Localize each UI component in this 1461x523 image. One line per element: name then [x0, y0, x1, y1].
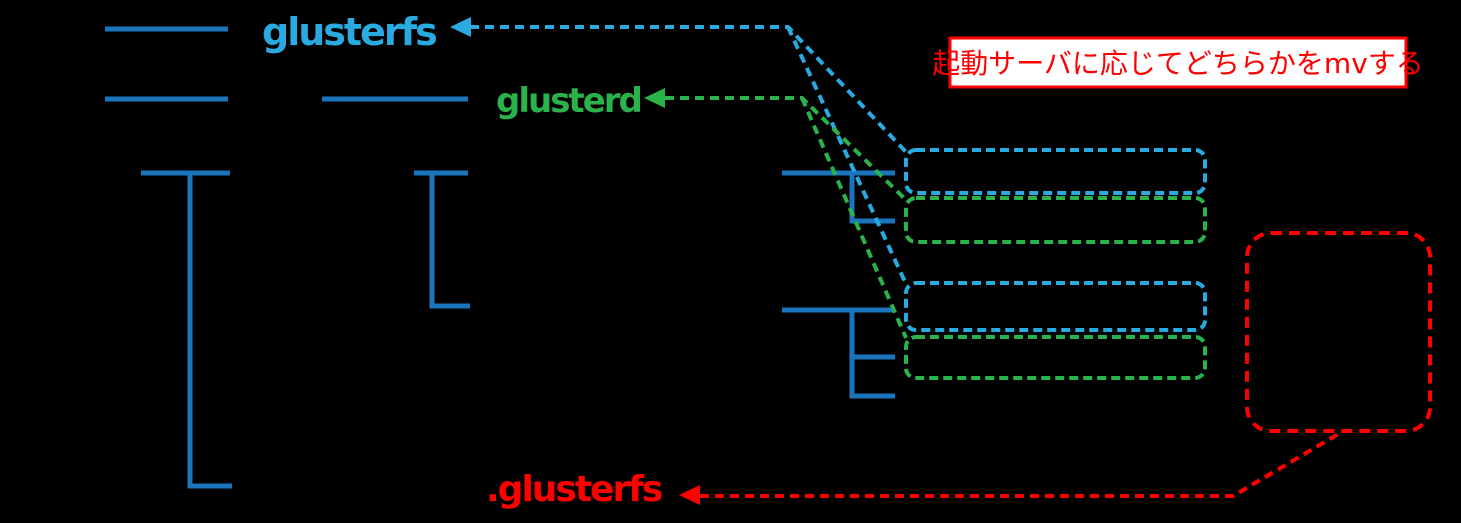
- tree-lines-group: [105, 26, 895, 489]
- annotation-box: 起動サーバに応じてどちらかをmvする: [932, 36, 1424, 89]
- red-highlight-box: [1245, 231, 1432, 433]
- tree-left-branch: [187, 173, 232, 489]
- tree-mid-branch: [429, 173, 470, 309]
- annotation-background: [948, 36, 1408, 89]
- labels-group: glusterfs glusterd .glusterfs: [262, 10, 664, 510]
- dot-glusterfs-connector: [685, 431, 1342, 498]
- green-slot-box-1: [904, 196, 1207, 244]
- green-slot-box-2: [904, 335, 1207, 380]
- tree-right-upper-branch: [849, 173, 895, 224]
- blue-slot-box-1: [904, 148, 1207, 195]
- annotation-text: 起動サーバに応じてどちらかをmvする: [932, 47, 1424, 80]
- blue-slot-box-2: [904, 281, 1207, 332]
- glusterfs-connector-lower: [786, 26, 908, 285]
- glusterd-arrowhead-icon: [644, 88, 665, 108]
- connectors-group: [450, 17, 1342, 505]
- slot-boxes-group: [904, 148, 1432, 433]
- dot-glusterfs-label: .glusterfs: [486, 469, 662, 510]
- glusterd-label: glusterd: [496, 81, 641, 121]
- dot-glusterfs-arrowhead-icon: [679, 485, 700, 505]
- glusterfs-arrowhead-icon: [450, 17, 471, 37]
- glusterfs-label: glusterfs: [262, 10, 436, 54]
- glusterd-connector-lower: [800, 97, 908, 339]
- tree-right-lower-branch: [849, 310, 895, 399]
